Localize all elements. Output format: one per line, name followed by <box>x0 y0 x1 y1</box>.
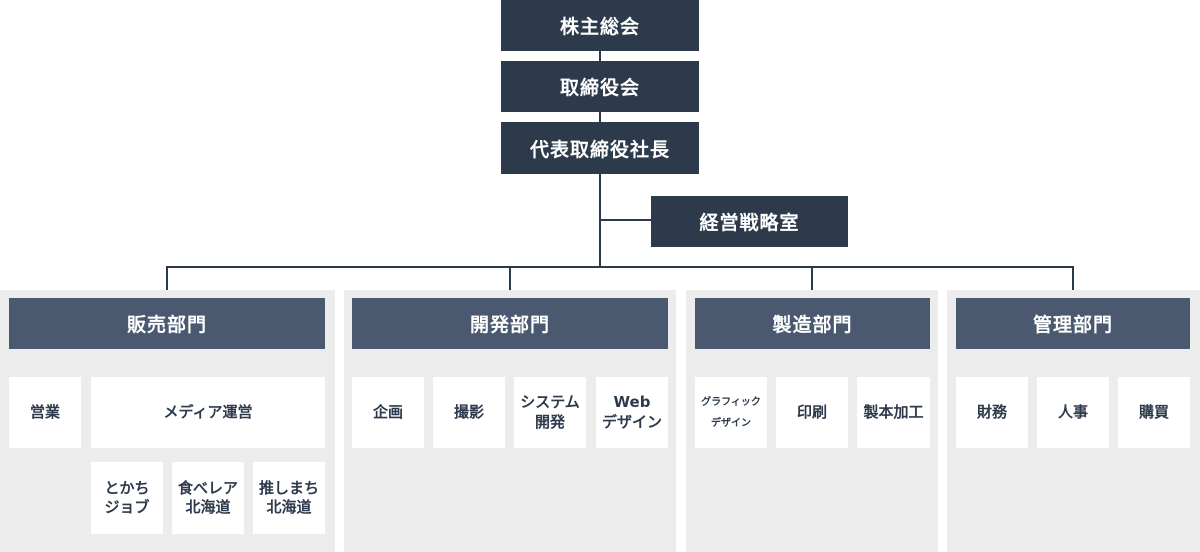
manufacturing-department-box: 製造部門 <box>695 298 930 349</box>
subunit-oshimachi-hokkaido: 推しまち 北海道 <box>253 462 325 534</box>
unit-bookbinding: 製本加工 <box>857 377 930 448</box>
administration-department-box: 管理部門 <box>956 298 1190 349</box>
unit-printing: 印刷 <box>776 377 848 448</box>
unit-media-operations: メディア運営 <box>91 377 325 448</box>
shareholders-meeting-box: 株主総会 <box>501 0 699 51</box>
president-box: 代表取締役社長 <box>501 122 699 174</box>
unit-graphic-design: グラフィック デザイン <box>695 377 767 448</box>
development-department-box: 開発部門 <box>352 298 668 349</box>
board-of-directors-box: 取締役会 <box>501 61 699 112</box>
unit-system-development: システム 開発 <box>514 377 586 448</box>
unit-planning: 企画 <box>352 377 424 448</box>
sales-department-box: 販売部門 <box>9 298 325 349</box>
strategy-office-box: 経営戦略室 <box>651 196 848 247</box>
unit-finance: 財務 <box>956 377 1028 448</box>
unit-photography: 撮影 <box>433 377 505 448</box>
subunit-taberea-hokkaido: 食べレア 北海道 <box>172 462 244 534</box>
unit-sales: 営業 <box>9 377 81 448</box>
unit-purchasing: 購買 <box>1118 377 1190 448</box>
subunit-tokachi-job: とかち ジョブ <box>91 462 163 534</box>
unit-web-design: Web デザイン <box>596 377 668 448</box>
unit-human-resources: 人事 <box>1037 377 1109 448</box>
